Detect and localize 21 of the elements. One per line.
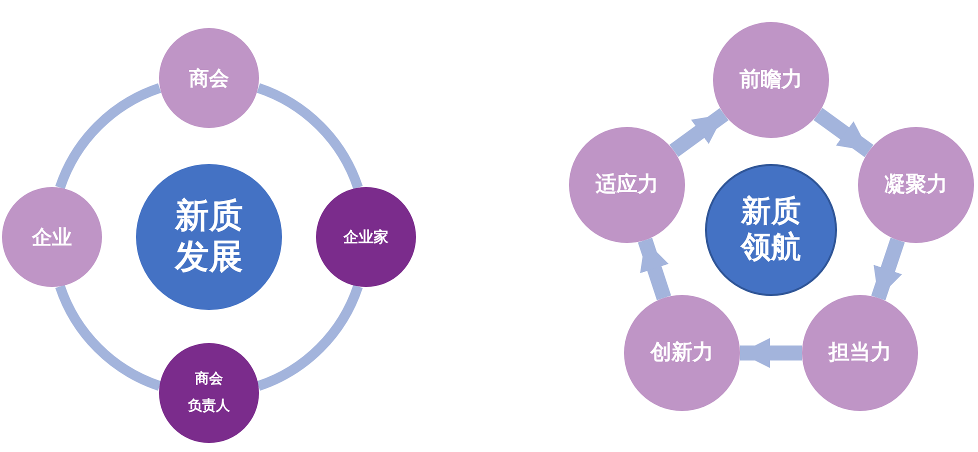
node-label: 前瞻力 (740, 67, 802, 93)
node-label: 适应力 (596, 172, 658, 198)
node-label: 担当力 (828, 340, 892, 366)
ring-connector (256, 284, 363, 391)
node-label: 新质发展 (175, 196, 243, 278)
node-label: 创新力 (650, 340, 714, 366)
ring-connector (55, 83, 162, 190)
ring-connector (256, 83, 363, 190)
block-arrow (669, 108, 729, 157)
ring-connector (55, 284, 162, 391)
node-label: 凝聚力 (884, 172, 948, 198)
node-label: 新质领航 (741, 194, 801, 266)
block-arrow (740, 338, 802, 368)
node-label: 负责人 (188, 398, 230, 415)
node-label: 商会 (195, 371, 223, 388)
block-arrow (871, 238, 905, 300)
block-arrow (638, 238, 672, 300)
block-arrow (814, 108, 874, 158)
node-label: 商会 (189, 66, 229, 90)
node-label: 企业家 (344, 228, 388, 246)
node-label: 企业 (32, 225, 72, 249)
